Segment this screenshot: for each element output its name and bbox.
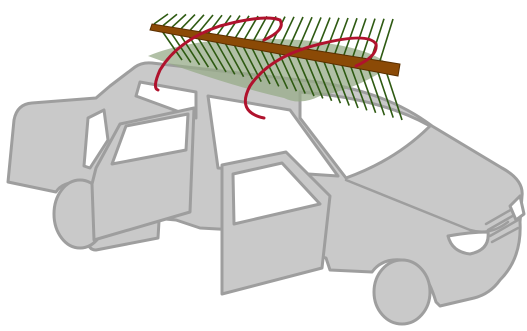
- front-wheel: [374, 260, 430, 324]
- car-icon: [8, 63, 524, 324]
